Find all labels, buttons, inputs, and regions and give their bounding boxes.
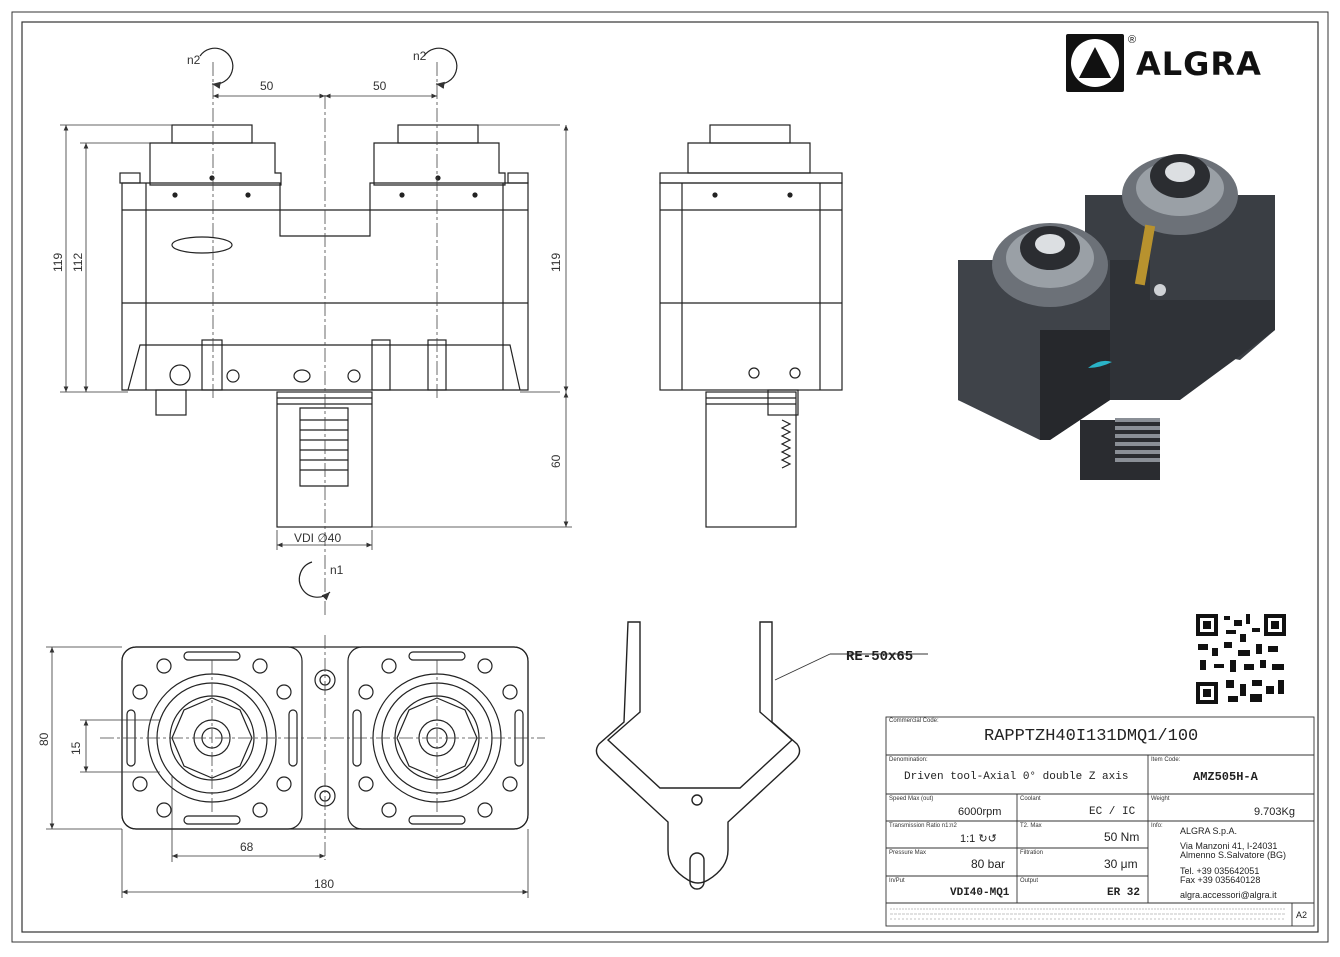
coolant-value: EC / IC <box>1089 806 1136 818</box>
weight-label: Weight <box>1151 796 1170 802</box>
isometric-render <box>958 154 1275 480</box>
speed-value: 6000rpm <box>958 806 1002 818</box>
speed-label: Speed Max (out) <box>889 796 934 802</box>
filtration-value: 30 μm <box>1104 857 1138 871</box>
front-dimensions <box>60 93 572 550</box>
dim-68: 68 <box>240 840 254 854</box>
ratio-value: 1:1 ↻↺ <box>960 833 997 845</box>
ratio-label: Transmission Ratio n1:n2 <box>889 823 957 829</box>
wrench-drawing <box>595 621 801 890</box>
registered-mark: ® <box>1128 34 1137 46</box>
commercial-code: RAPPTZH40I131DMQ1/100 <box>984 727 1199 746</box>
n2-left-label: n2 <box>187 53 201 67</box>
company-name: ALGRA S.p.A. <box>1180 826 1238 836</box>
outer-border <box>11 11 1329 943</box>
item-code-label: Item Code: <box>1151 757 1181 763</box>
bottom-centerlines <box>100 635 545 860</box>
vdi-label: VDI ∅40 <box>294 531 341 545</box>
n1-label: n1 <box>330 563 344 577</box>
address-line-1: Via Manzoni 41, I-24031 <box>1180 841 1278 851</box>
input-label: In/Put <box>889 878 905 884</box>
dim-50-left: 50 <box>260 79 274 93</box>
qr-code <box>1196 614 1286 704</box>
inner-border <box>21 21 1319 933</box>
n2-right-label: n2 <box>413 49 427 63</box>
item-code: AMZ505H-A <box>1193 770 1258 784</box>
front-view <box>119 124 529 528</box>
commercial-code-label: Commercial Code: <box>889 718 939 724</box>
dim-119-left: 119 <box>51 253 65 272</box>
brand-logo: ALGRA ® <box>1066 34 1298 94</box>
title-block-grid <box>885 716 1315 927</box>
torque-label: T2. Max <box>1020 823 1042 829</box>
dim-60: 60 <box>549 454 563 468</box>
dim-50-right: 50 <box>373 79 387 93</box>
fine-print <box>890 908 1286 920</box>
side-view <box>659 124 843 528</box>
dim-112: 112 <box>71 253 85 272</box>
dim-80: 80 <box>37 732 51 746</box>
fax: Fax +39 035640128 <box>1180 875 1261 885</box>
weight-value: 9.703Kg <box>1254 806 1295 818</box>
torque-value: 50 Nm <box>1104 830 1140 844</box>
front-centerlines <box>212 62 438 615</box>
info-label: Info: <box>1151 823 1163 829</box>
sheet-size: A2 <box>1296 910 1308 920</box>
telephone: Tel. +39 035642051 <box>1180 866 1260 876</box>
address-line-2: Almenno S.Salvatore (BG) <box>1180 850 1287 860</box>
pressure-value: 80 bar <box>971 857 1006 871</box>
coolant-label: Coolant <box>1020 796 1041 802</box>
dim-180: 180 <box>314 877 334 891</box>
output-label: Output <box>1020 878 1039 884</box>
filtration-label: Filtration <box>1020 850 1044 856</box>
brand-name: ALGRA <box>1136 45 1262 83</box>
logo-mark <box>1066 34 1124 92</box>
dim-15: 15 <box>69 741 83 755</box>
callout-leader <box>774 653 928 681</box>
email-link[interactable]: algra.accessori@algra.it <box>1180 890 1277 900</box>
output-value: ER 32 <box>1107 887 1141 899</box>
dim-119-right: 119 <box>549 253 563 272</box>
rotation-arrows <box>199 47 458 601</box>
denomination: Driven tool-Axial 0° double Z axis <box>904 771 1129 783</box>
callout-label: RE-50x65 <box>846 649 913 665</box>
denomination-label: Denomination: <box>889 757 928 763</box>
pressure-label: Pressure Max <box>889 850 927 856</box>
bottom-dimensions <box>46 646 529 898</box>
input-value: VDI40-MQ1 <box>950 887 1010 899</box>
